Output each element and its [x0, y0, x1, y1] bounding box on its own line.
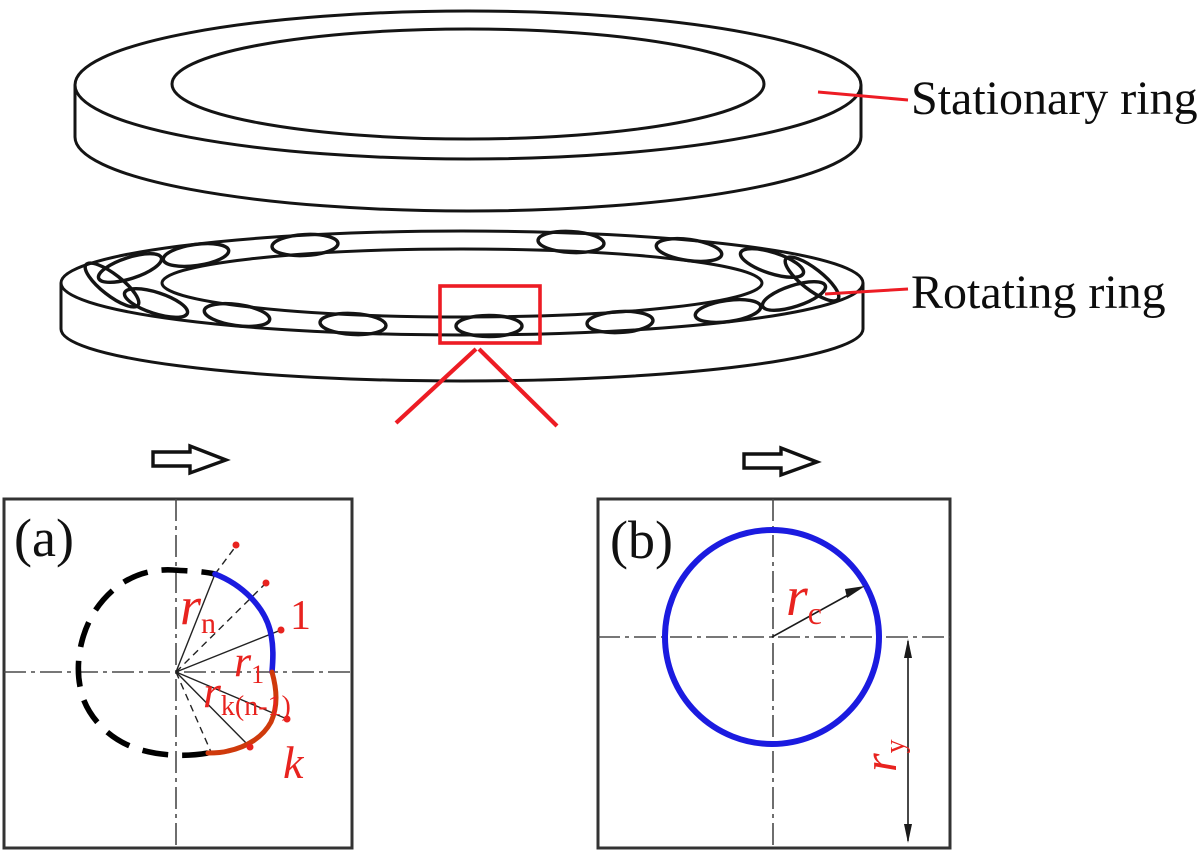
- radial-line: [175, 671, 288, 720]
- dimple: [693, 297, 763, 325]
- zoom-indicator-line-left: [394, 347, 478, 425]
- stationary-leader-line: [817, 90, 909, 102]
- panel-a-border: [2, 497, 354, 850]
- rotating-leader-line: [824, 287, 909, 296]
- flow-arrow-icon: [742, 445, 822, 478]
- label-point-1: 1: [290, 593, 311, 639]
- panel-b: (b) rc ry: [596, 497, 952, 850]
- radial-line: [175, 573, 216, 673]
- node-dot: [262, 579, 270, 587]
- radius-arrow-line: [771, 588, 860, 638]
- zoom-indicator-line-right: [477, 347, 559, 428]
- dimple: [783, 255, 841, 303]
- label-r-c: rc: [786, 566, 822, 631]
- stationary-ring-inner-edge: [170, 27, 766, 141]
- rotating-ring-inner-edge: [160, 247, 764, 319]
- panel-a: (a) rn 1 r1 rk(n-1) k: [2, 497, 354, 850]
- label-r-y: ry: [854, 739, 911, 772]
- radius-arrowhead: [845, 586, 865, 598]
- ry-arrowhead-bottom: [904, 824, 912, 843]
- rotating-ring-bottom-edge: [59, 328, 865, 383]
- panel-b-tag: (b): [610, 510, 673, 570]
- rotating-ring-label: Rotating ring: [911, 266, 1166, 319]
- profile-segment-1-arc: [212, 571, 276, 675]
- radial-line: [175, 582, 267, 673]
- panel-a-tag: (a): [14, 508, 74, 568]
- node-dot: [246, 743, 254, 751]
- node-dot: [283, 715, 291, 723]
- dimple: [122, 287, 190, 319]
- radial-line-extension: [214, 545, 237, 575]
- profile-dashed-arc: [75, 567, 216, 759]
- dimple: [83, 261, 141, 309]
- circular-dimple-outline: [662, 527, 882, 747]
- panel-b-border: [596, 497, 952, 850]
- dimple: [270, 232, 340, 258]
- dimple: [585, 309, 655, 335]
- flow-arrow-icon: [151, 443, 231, 476]
- dimple: [161, 241, 231, 269]
- dimple: [454, 313, 524, 339]
- node-dot: [232, 541, 240, 549]
- dimple-array: [83, 229, 841, 339]
- ring-assembly-drawing: Stationary ring Rotating ring: [59, 9, 1198, 428]
- radial-line: [175, 671, 212, 753]
- dimple: [654, 236, 724, 264]
- stationary-ring-bottom-edge: [73, 136, 863, 213]
- label-point-k: k: [283, 737, 305, 788]
- radial-line: [175, 671, 251, 748]
- dimple: [96, 252, 164, 284]
- node-dot: [277, 626, 285, 634]
- dimple: [760, 280, 828, 312]
- profile-segment-k-arc: [205, 669, 279, 756]
- label-r-k: rk(n-1): [203, 666, 291, 722]
- label-r-1: r1: [234, 637, 264, 689]
- radial-line: [175, 629, 282, 673]
- stationary-ring-drawing: [73, 9, 863, 213]
- dimple: [318, 311, 388, 337]
- detail-highlight-box: [438, 284, 542, 345]
- stationary-ring-label: Stationary ring: [911, 72, 1198, 125]
- dimple: [738, 247, 806, 279]
- dimple: [202, 301, 272, 329]
- rotating-ring-drawing: [59, 229, 865, 383]
- ry-arrowhead-top: [904, 639, 912, 658]
- label-r-n: rn: [180, 576, 216, 640]
- dimple: [536, 229, 606, 255]
- stationary-ring-outer-edge: [73, 9, 863, 161]
